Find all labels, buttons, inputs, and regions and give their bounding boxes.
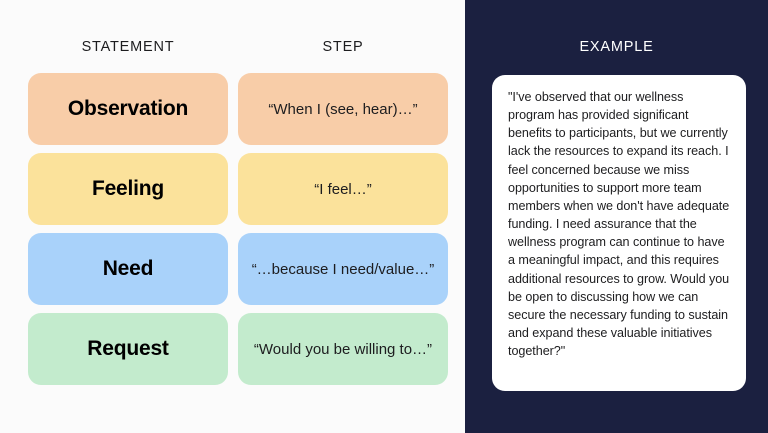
column-header-statement: STATEMENT	[81, 39, 175, 55]
statement-card-observation: Observation	[28, 73, 228, 145]
framework-rows: Observation “When I (see, hear)…” Feelin…	[0, 73, 465, 393]
statement-card-request: Request	[28, 313, 228, 385]
table-row: Need “…because I need/value…”	[0, 233, 465, 305]
step-card-observation: “When I (see, hear)…”	[238, 73, 448, 145]
column-header-example: EXAMPLE	[579, 39, 654, 55]
column-header-step: STEP	[322, 39, 364, 55]
table-row: Feeling “I feel…”	[0, 153, 465, 225]
example-paragraph: "I've observed that our wellness program…	[508, 90, 733, 359]
step-card-request: “Would you be willing to…”	[238, 313, 448, 385]
table-row: Request “Would you be willing to…”	[0, 313, 465, 385]
statement-step-panel: STATEMENT STEP Observation “When I (see,…	[0, 36, 465, 393]
step-card-feeling: “I feel…”	[238, 153, 448, 225]
statement-card-need: Need	[28, 233, 228, 305]
example-panel: EXAMPLE "I've observed that our wellness…	[465, 0, 768, 433]
table-row: Observation “When I (see, hear)…”	[0, 73, 465, 145]
example-card: "I've observed that our wellness program…	[492, 75, 746, 391]
step-card-need: “…because I need/value…”	[238, 233, 448, 305]
statement-card-feeling: Feeling	[28, 153, 228, 225]
column-headers: STATEMENT STEP	[0, 36, 465, 60]
